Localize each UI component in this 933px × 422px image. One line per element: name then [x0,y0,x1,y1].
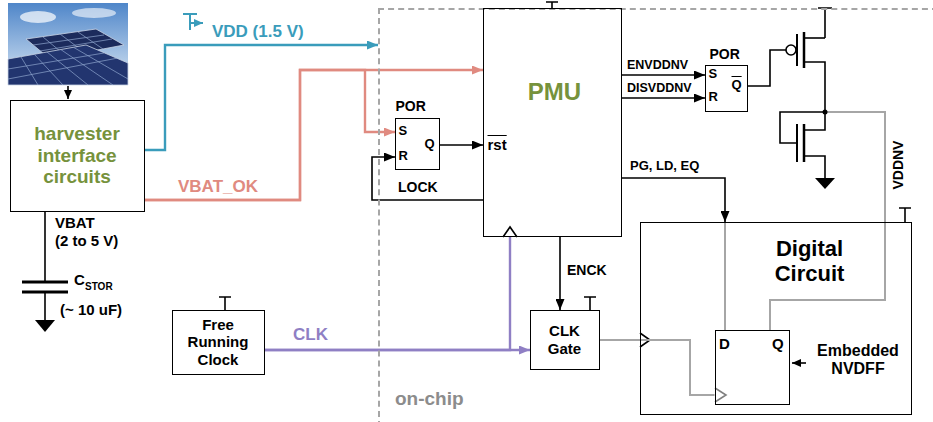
signal-label: LOCK [398,179,438,195]
block-title: Digital Circuit [755,236,865,287]
block-title: CLK Gate [535,322,594,357]
power-switch-transistors [804,156,825,178]
component-value: (~ 10 uF) [60,301,150,318]
pin-name: rst [488,136,520,153]
block-title: PMU [500,78,610,106]
solar-panel-photo [8,3,128,85]
power-switch-transistors [804,112,825,130]
signal-label: VBAT_OK [178,177,258,197]
power-switch-transistors [786,45,796,55]
signal-wire [622,97,705,99]
signal-wire [145,70,395,200]
pin-name: S [709,67,723,82]
clock-input-symbol [715,388,726,402]
signal-label: PG, LD, EQ [630,159,699,174]
digital-block: Digital CircuitDQ [640,222,912,415]
block-title: POR [710,46,750,62]
power-switch-transistors [748,50,786,86]
internal-wire [724,222,726,330]
bus-wire [622,178,725,222]
supply-wire [145,45,378,150]
solar-panel-photo [72,8,116,18]
signal-name: VDDNV [890,137,906,193]
power-switch-transistors [804,62,825,112]
power-switch-transistors [780,112,825,143]
photo-arrow [68,86,69,99]
pin-name: Q [425,137,438,152]
storage-capacitor [44,212,46,282]
region-label: on-chip [395,388,485,410]
signal-wire [372,157,483,200]
callout-arrow [792,362,806,364]
signal-label: ENCK [567,262,607,278]
callout-arrow [792,363,806,364]
supply-tick [584,297,596,310]
block-title: harvester interface circuits [15,123,139,189]
storage-capacitor [35,320,55,332]
power-switch-transistors [823,110,828,115]
pin-name: D [719,335,733,352]
solar-panel-photo [20,11,56,23]
clock-gate-box: CLK Gate [530,310,600,370]
block-title: Free Running Clock [177,316,259,368]
power-switch-transistors [796,34,798,66]
voltage-label: VBAT [55,214,115,231]
latch-box: PORSRQ [395,118,440,170]
power-switch-transistors [815,178,835,189]
clock-wire [600,340,715,395]
subscript: STOR [85,281,130,293]
supply-tick [219,2,911,310]
latch-box: PORSRQ [705,65,748,112]
clock-box: Free Running Clock [172,310,265,375]
supply-tick [899,208,911,222]
supply-tick [219,297,231,310]
clock-input-symbol [503,227,517,237]
photo-arrow [67,86,69,99]
solar-panel-photo [8,47,128,85]
supply-tick [818,8,832,38]
pmu-box: PMU rst [483,8,622,237]
callout-label: Embedded NVDFF [808,342,908,379]
pin-name: R [399,149,413,164]
signal-label: DISVDDNV [627,81,692,95]
voltage-range: (2 to 5 V) [55,232,145,249]
pin-name: Q [732,78,746,93]
signal-label: CLK [293,325,328,345]
signal-label: ENVDDNV [627,58,688,72]
clock-input-symbol [503,227,726,402]
flip-flop-box: DQ [715,330,790,405]
block-title: POR [396,98,440,114]
signal-wire [622,74,705,76]
pin-name: Q [772,335,786,352]
storage-capacitor [22,282,68,292]
solar-panel-photo [8,3,128,85]
pin-name: S [399,124,413,139]
internal-wire [770,112,885,330]
pin-name: R [709,90,723,105]
signal-wire [559,237,561,310]
supply-symbol-vdd [183,14,203,30]
storage-capacitor [44,292,46,320]
clock-wire [265,237,510,350]
signal-label: VDD (1.5 V) [212,22,304,42]
power-switch-transistors [804,37,825,39]
signal-wire [145,70,483,200]
solar-panel-photo [8,45,128,85]
signal-wire [440,144,483,146]
harvester-box: harvester interface circuits [10,100,145,212]
internal-wire [725,112,885,330]
supply-symbol-vdd [190,22,203,24]
power-switch-transistors [748,32,835,189]
